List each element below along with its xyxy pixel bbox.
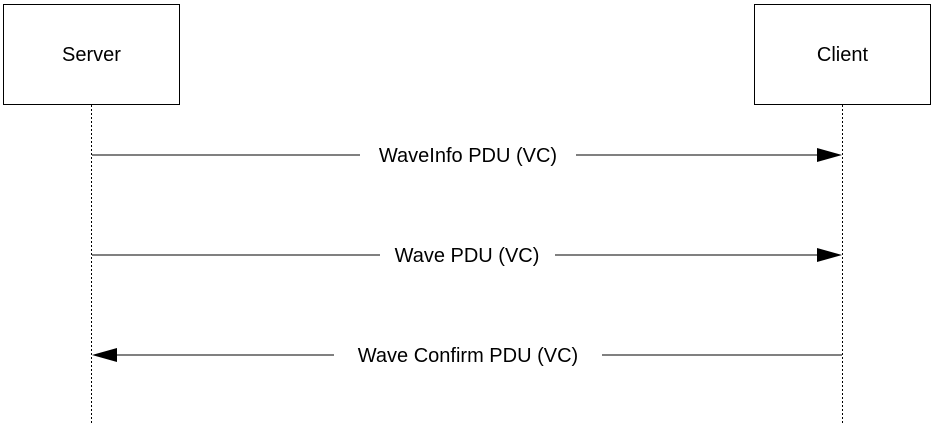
participant-client-box bbox=[754, 4, 931, 105]
arrowhead-right-icon bbox=[817, 148, 842, 162]
message-wave-pdu: Wave PDU (VC) bbox=[92, 245, 842, 267]
participant-server-label: Server bbox=[62, 44, 121, 66]
message-label: Wave Confirm PDU (VC) bbox=[358, 345, 578, 367]
message-waveinfo-pdu: WaveInfo PDU (VC) bbox=[92, 145, 842, 167]
participant-server-box bbox=[3, 4, 180, 105]
participant-client-label: Client bbox=[817, 44, 869, 66]
arrowhead-left-icon bbox=[92, 348, 117, 362]
message-label: WaveInfo PDU (VC) bbox=[379, 145, 557, 167]
participant-client: Client bbox=[754, 4, 931, 105]
arrowhead-right-icon bbox=[817, 248, 842, 262]
participant-server: Server bbox=[3, 4, 180, 105]
message-wave-confirm-pdu: Wave Confirm PDU (VC) bbox=[92, 345, 842, 367]
message-label: Wave PDU (VC) bbox=[395, 245, 540, 267]
